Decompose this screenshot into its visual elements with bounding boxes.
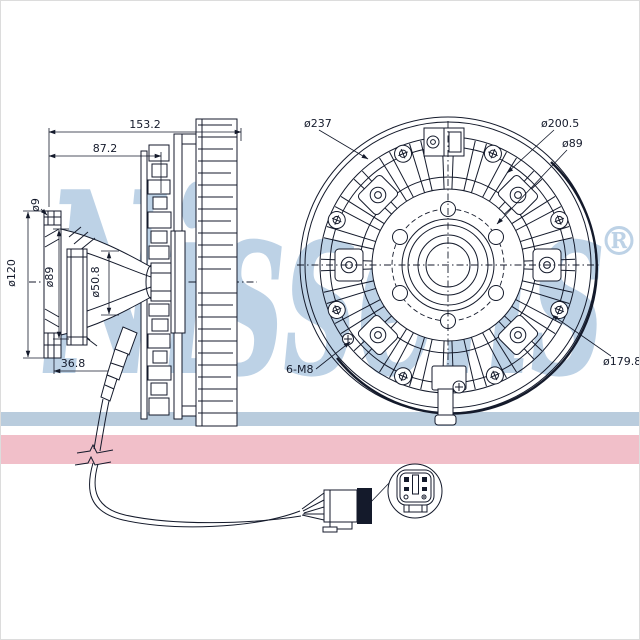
dim-hub-bolt-circle-dia: ø89 bbox=[562, 137, 583, 150]
shaft-disc bbox=[170, 230, 186, 334]
cable-inner bbox=[94, 463, 302, 524]
dim-offset: 36.8 bbox=[61, 357, 86, 370]
side-view: 153.2 87.2 ø9 ø120 ø89 ø50.8 36.8 bbox=[5, 118, 257, 427]
dim-shaft-dia: ø50.8 bbox=[89, 266, 102, 297]
connector-detail bbox=[387, 463, 443, 519]
ribbed-drum bbox=[195, 118, 238, 427]
rim-heavy-arc bbox=[336, 161, 599, 415]
mounting-bracket bbox=[43, 210, 62, 359]
front-view: ø237 ø200.5 ø89 ø179.8 6-M8 bbox=[286, 116, 640, 426]
dim-outer-dia: ø237 bbox=[304, 117, 332, 130]
pulley-disc bbox=[66, 248, 88, 346]
sensor-cable bbox=[74, 326, 392, 533]
front-dimensions: ø237 ø200.5 ø89 ø179.8 6-M8 bbox=[286, 117, 640, 376]
cable-break-marks bbox=[74, 443, 114, 466]
dim-inner-ring-dia: ø179.8 bbox=[603, 355, 640, 368]
dim-total-length: 153.2 bbox=[129, 118, 161, 131]
dim-bolt-circle-dia: ø89 bbox=[43, 267, 56, 288]
top-bracket bbox=[423, 127, 465, 157]
connector-pins bbox=[403, 474, 427, 500]
registered-trademark-icon: ® bbox=[599, 218, 639, 265]
cable-outer bbox=[89, 462, 301, 528]
side-dimensions: 153.2 87.2 ø9 ø120 ø89 ø50.8 36.8 bbox=[5, 118, 242, 374]
dim-mount-thread: 6-M8 bbox=[286, 363, 313, 376]
connector-latch bbox=[403, 505, 428, 513]
dim-body-length: 87.2 bbox=[93, 142, 118, 155]
hub-cylinder bbox=[150, 262, 172, 302]
wire-strands bbox=[301, 492, 325, 521]
bottom-valve bbox=[431, 365, 467, 426]
dim-ring-dia: ø200.5 bbox=[541, 117, 579, 130]
sensor-plug bbox=[100, 326, 138, 402]
dim-flange-dia: ø120 bbox=[5, 259, 18, 287]
stripe-blue bbox=[1, 412, 639, 426]
cable-connector bbox=[322, 488, 372, 533]
dim-hole-dia: ø9 bbox=[29, 198, 42, 212]
stripe-pink bbox=[1, 435, 639, 464]
